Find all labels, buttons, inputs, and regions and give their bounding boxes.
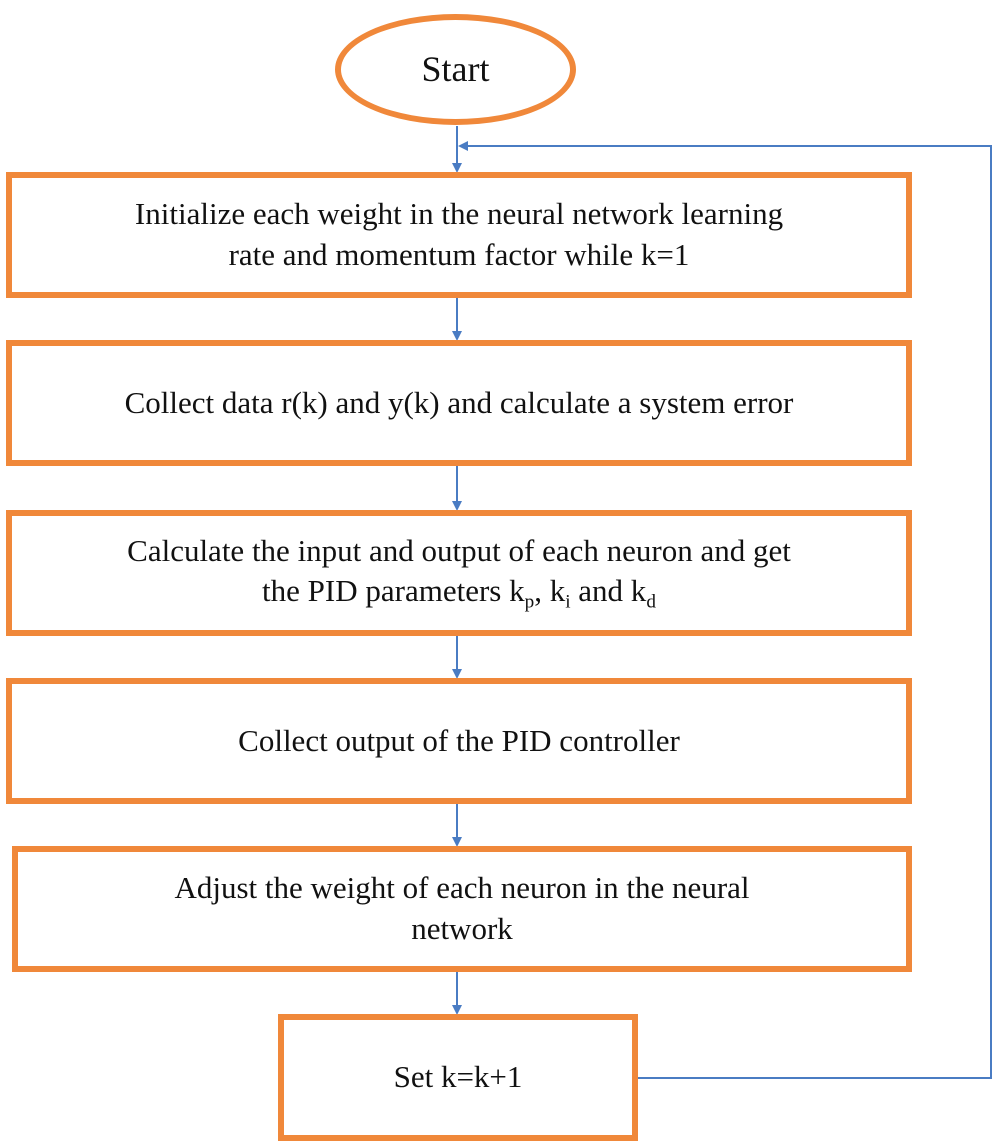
collect-output-label: Collect output of the PID controller	[238, 722, 680, 758]
collect-data-step: Collect data r(k) and y(k) and calculate…	[6, 340, 912, 466]
adjust-line-1: Adjust the weight of each neuron in the …	[174, 870, 750, 906]
calculate-sep-2: and k	[570, 573, 647, 609]
collect-output-step: Collect output of the PID controller	[6, 678, 912, 804]
adjust-weight-step: Adjust the weight of each neuron in the …	[12, 846, 912, 972]
kd-subscript: d	[646, 592, 656, 614]
calculate-line-2-prefix: the PID parameters k	[262, 573, 525, 609]
calculate-line-1: Calculate the input and output of each n…	[127, 532, 791, 568]
initialize-label: Initialize each weight in the neural net…	[115, 194, 803, 276]
start-node: Start	[335, 14, 576, 125]
kp-subscript: p	[524, 592, 535, 614]
initialize-line-1: Initialize each weight in the neural net…	[134, 196, 784, 232]
set-k-label: Set k=k+1	[393, 1059, 523, 1095]
initialize-line-2: rate and momentum factor while k=1	[228, 237, 690, 272]
loop-back-connector	[458, 141, 992, 1079]
calculate-step: Calculate the input and output of each n…	[6, 510, 912, 636]
collect-data-label: Collect data r(k) and y(k) and calculate…	[124, 384, 794, 420]
calculate-sep-1: , k	[534, 573, 566, 609]
ki-subscript: i	[565, 592, 571, 614]
calculate-line-2: the PID parameters kp, ki and kd	[127, 571, 791, 615]
calculate-label: Calculate the input and output of each n…	[107, 531, 811, 616]
set-k-step: Set k=k+1	[278, 1014, 638, 1141]
initialize-step: Initialize each weight in the neural net…	[6, 172, 912, 298]
adjust-weight-label: Adjust the weight of each neuron in the …	[154, 868, 769, 950]
start-label: Start	[421, 48, 490, 89]
adjust-line-2: network	[411, 911, 513, 946]
